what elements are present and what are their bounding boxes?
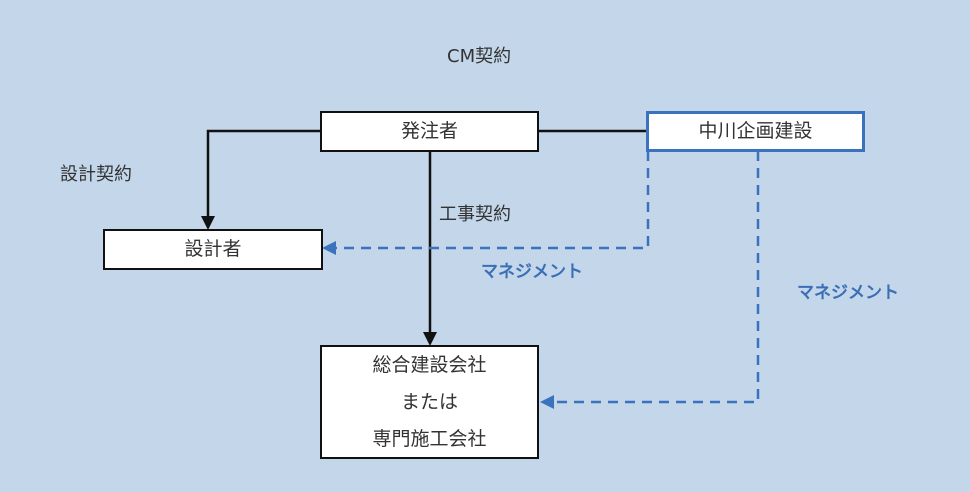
construction-contract-label: 工事契約 (439, 204, 511, 225)
management-designer-arrowhead (322, 241, 336, 255)
design-contract-label: 設計契約 (60, 164, 132, 185)
diagram-title: CM契約 (447, 46, 512, 67)
management-contractor-label: マネジメント (797, 283, 899, 303)
design-contract-arrow (206, 129, 321, 219)
contractor-line-3: 専門施工会社 (372, 427, 487, 450)
contractor-line-1: 総合建設会社 (372, 353, 487, 376)
design-contract-arrowhead (201, 216, 215, 230)
contractor-node: 総合建設会社 または 専門施工会社 (320, 345, 539, 459)
owner-node: 発注者 (320, 111, 539, 152)
cm-company-node: 中川企画建設 (646, 111, 865, 152)
construction-contract-arrowhead (423, 332, 437, 346)
management-contractor-arrowhead (540, 395, 554, 409)
management-contractor-dashed-line (553, 151, 760, 404)
contractor-line-2: または (400, 390, 458, 413)
management-designer-label: マネジメント (481, 262, 583, 282)
designer-node: 設計者 (103, 229, 323, 270)
